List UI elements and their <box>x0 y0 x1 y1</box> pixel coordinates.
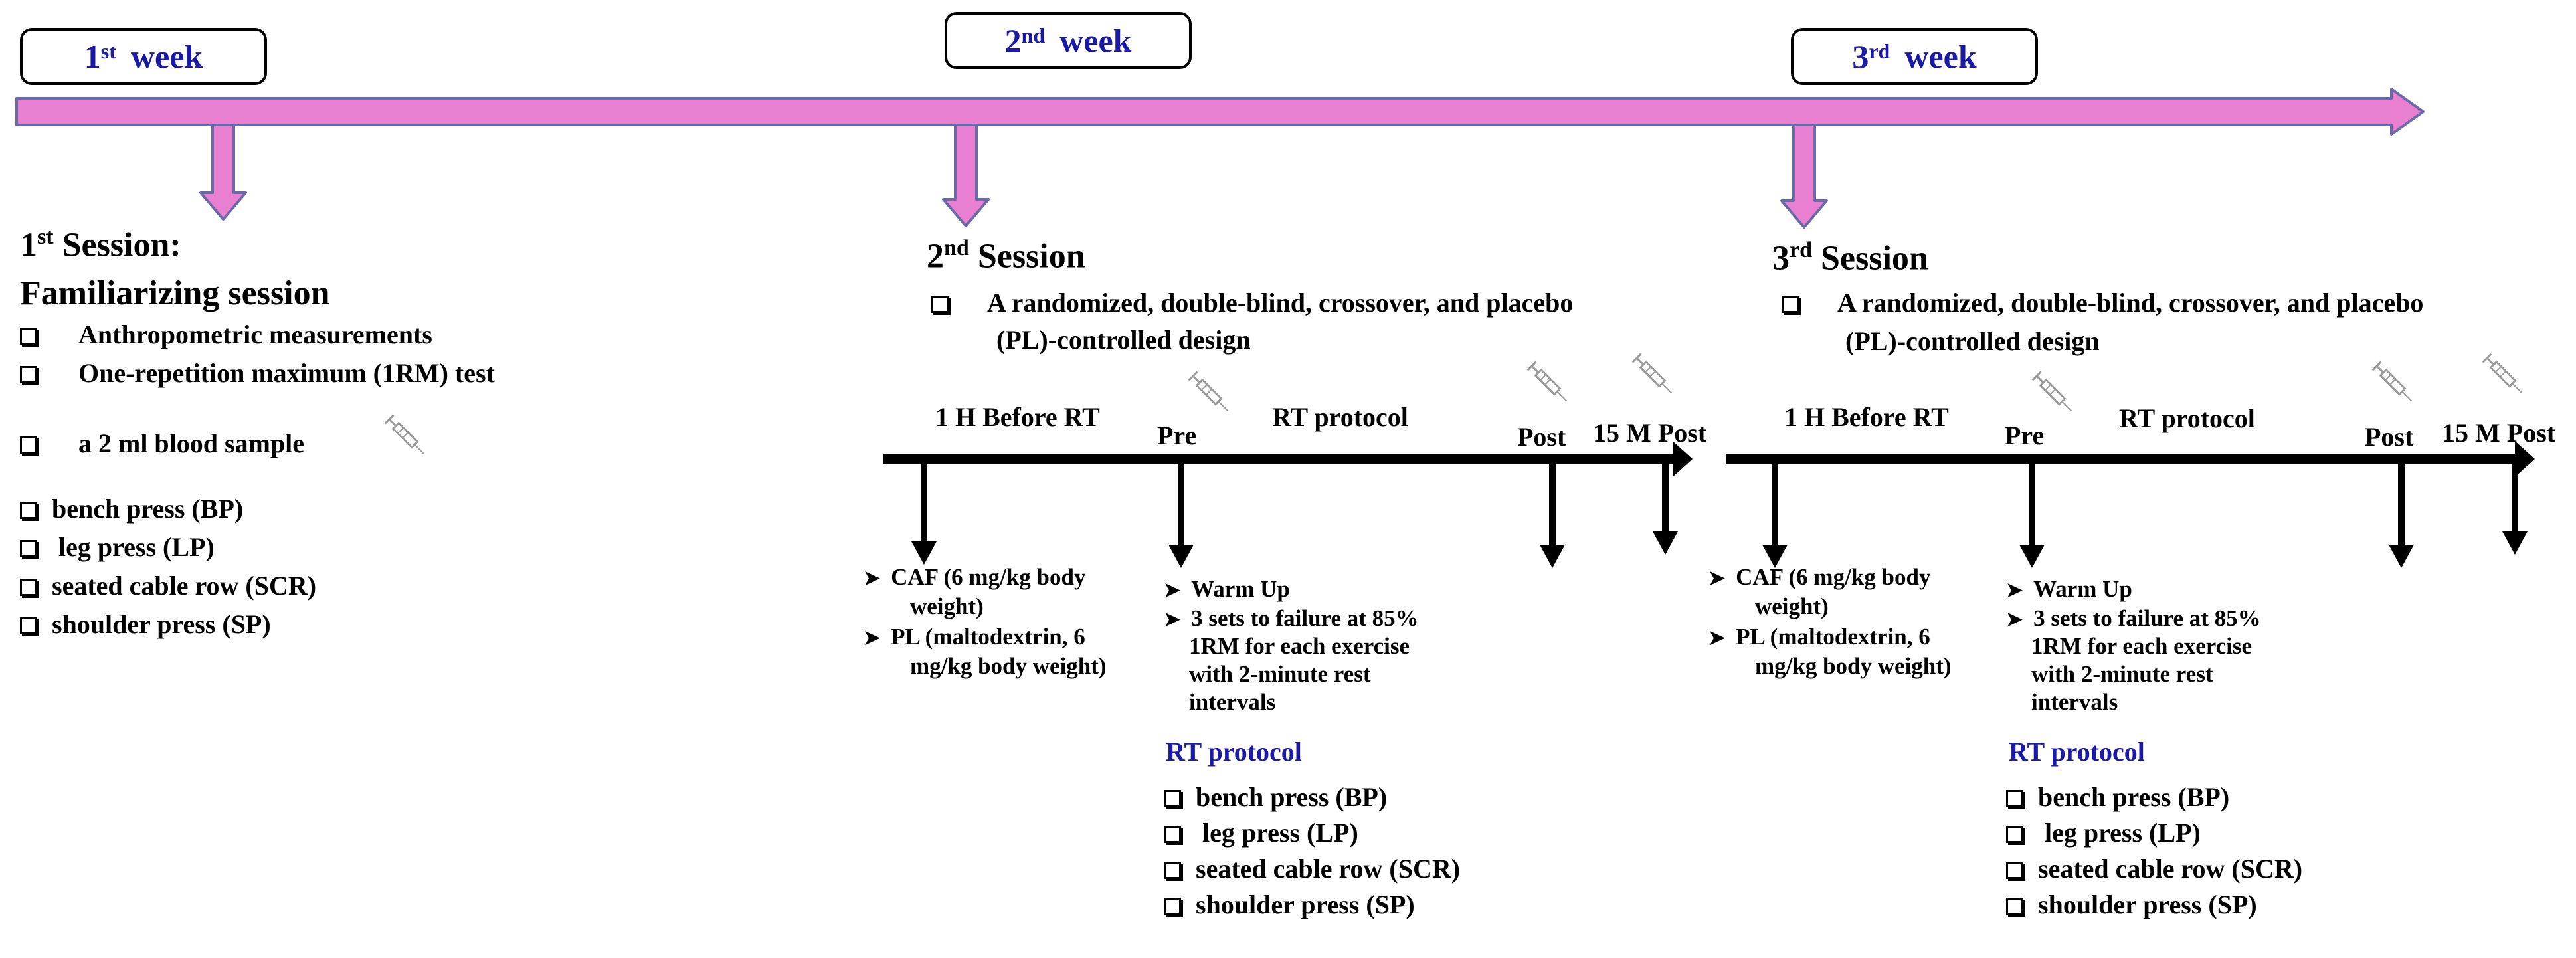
session3-sets-cont: with 2-minute rest <box>2031 661 2213 687</box>
session3-exercise: shoulder press (SP) <box>2006 886 2257 923</box>
session2-label-pre: Pre <box>1157 421 1197 450</box>
session1-item: One-repetition maximum (1RM) test <box>20 355 495 392</box>
session2-design-cont: (PL)-controlled design <box>996 325 1251 355</box>
checkbox-icon <box>20 502 37 519</box>
session2-exercise: bench press (BP) <box>1164 779 1387 816</box>
session2-supplement-cont: weight) <box>910 593 984 619</box>
session3-exercise: seated cable row (SCR) <box>2006 850 2302 888</box>
session2-warmup: ➤Warm Up <box>1164 576 1290 602</box>
session2-sets-cont: 1RM for each exercise <box>1189 633 1410 659</box>
session2-supplement: ➤PL (maltodextrin, 6 <box>864 624 1085 650</box>
session1-subtitle: Familiarizing session <box>20 274 330 312</box>
session1-exercise: bench press (BP) <box>20 490 243 527</box>
session3-label-pre: Pre <box>2005 421 2045 450</box>
session2-design: A randomized, double-blind, crossover, a… <box>931 284 1573 322</box>
checkbox-icon <box>1164 826 1181 843</box>
syringe-icon <box>2482 353 2528 399</box>
session2-supplement: ➤CAF (6 mg/kg body <box>864 564 1086 590</box>
syringe-icon <box>1631 353 1677 399</box>
session2-title: 2nd Session <box>927 236 1085 276</box>
session2-exercise: seated cable row (SCR) <box>1164 850 1460 888</box>
session2-label-post15: 15 M Post <box>1593 418 1707 448</box>
syringe-icon <box>384 414 430 460</box>
session1-exercise: leg press (LP) <box>20 529 215 566</box>
session1-blood-item: a 2 ml blood sample <box>20 425 304 462</box>
syringe-icon <box>1526 361 1572 407</box>
checkbox-icon <box>20 540 37 557</box>
session1-item: Anthropometric measurements <box>20 316 432 353</box>
session3-title: 3rd Session <box>1772 238 1928 278</box>
checkbox-icon <box>2006 790 2023 807</box>
checkbox-icon <box>2006 826 2023 843</box>
session3-sets-cont: 1RM for each exercise <box>2031 633 2253 659</box>
session1-exercise: seated cable row (SCR) <box>20 567 316 605</box>
session3-supplement-cont: weight) <box>1755 593 1829 619</box>
checkbox-icon <box>2006 862 2023 879</box>
session3-sets: ➤3 sets to failure at 85% <box>2006 605 2261 631</box>
session3-warmup: ➤Warm Up <box>2006 576 2132 602</box>
syringe-icon <box>2031 371 2077 417</box>
session2-sets: ➤3 sets to failure at 85% <box>1164 605 1419 631</box>
session2-exercise: leg press (LP) <box>1164 814 1358 852</box>
session3-label-post: Post <box>2365 422 2414 452</box>
session2-sets-cont: with 2-minute rest <box>1189 661 1371 687</box>
session3-label-post15: 15 M Post <box>2442 418 2556 448</box>
checkbox-icon <box>1782 296 1799 313</box>
session2-label-post: Post <box>1517 422 1566 452</box>
checkbox-icon <box>931 296 949 313</box>
syringe-icon <box>1188 371 1234 417</box>
session3-label-before: 1 H Before RT <box>1784 402 1949 432</box>
session3-design: A randomized, double-blind, crossover, a… <box>1782 284 2423 322</box>
session2-timeline <box>883 441 1693 568</box>
checkbox-icon <box>20 579 37 596</box>
checkbox-icon <box>20 617 37 634</box>
session2-sets-cont: intervals <box>1189 689 1276 715</box>
checkbox-icon <box>20 366 37 383</box>
session3-supplement: ➤CAF (6 mg/kg body <box>1708 564 1931 590</box>
session1-exercise: shoulder press (SP) <box>20 606 271 643</box>
session3-sets-cont: intervals <box>2031 689 2118 715</box>
session2-exercise: shoulder press (SP) <box>1164 886 1415 923</box>
session2-label-before: 1 H Before RT <box>935 402 1100 432</box>
session2-supplement-cont: mg/kg body weight) <box>910 653 1107 679</box>
checkbox-icon <box>1164 898 1181 915</box>
session3-label-protocol: RT protocol <box>2119 403 2255 433</box>
checkbox-icon <box>1164 790 1181 807</box>
checkbox-icon <box>2006 898 2023 915</box>
checkbox-icon <box>20 328 37 345</box>
checkbox-icon <box>20 436 37 454</box>
week2-down-arrow <box>942 124 990 227</box>
session3-exercise: bench press (BP) <box>2006 779 2229 816</box>
session2-rt-header: RT protocol <box>1166 737 1302 767</box>
session3-timeline <box>1726 441 2535 568</box>
session3-supplement: ➤PL (maltodextrin, 6 <box>1708 624 1930 650</box>
session3-supplement-cont: mg/kg body weight) <box>1755 653 1952 679</box>
session3-exercise: leg press (LP) <box>2006 814 2201 852</box>
session2-label-protocol: RT protocol <box>1272 402 1408 432</box>
syringe-icon <box>2371 361 2417 407</box>
week-timeline-arrow <box>15 88 2425 136</box>
session1-title: 1st Session: <box>20 225 181 264</box>
checkbox-icon <box>1164 862 1181 879</box>
session3-rt-header: RT protocol <box>2009 737 2145 767</box>
session3-design-cont: (PL)-controlled design <box>1845 326 2100 356</box>
week3-down-arrow <box>1780 124 1828 229</box>
week1-down-arrow <box>199 124 247 221</box>
